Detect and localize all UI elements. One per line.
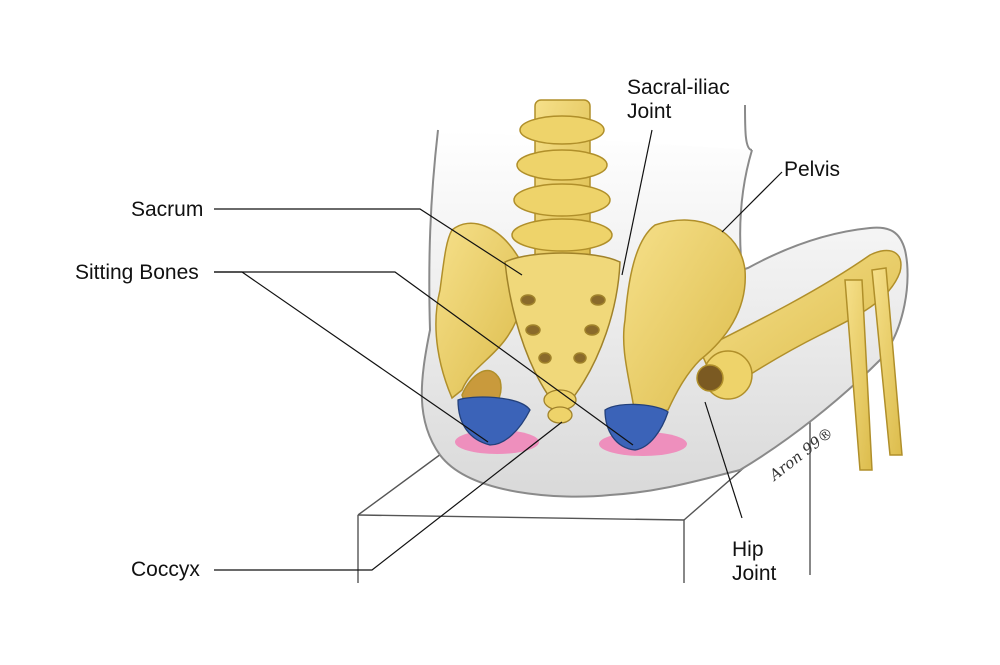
label-sacrum: Sacrum	[131, 198, 204, 221]
femur	[696, 249, 903, 471]
leader-sitting-bones-left	[214, 271, 489, 443]
leader-hip-joint	[704, 401, 743, 519]
leader-coccyx	[214, 421, 563, 571]
label-coccyx: Coccyx	[131, 558, 200, 581]
label-hip-joint: Hip Joint	[732, 538, 777, 585]
sacrum-bone	[504, 252, 621, 412]
pelvis-bone	[435, 219, 746, 419]
lumbar-spine	[511, 99, 613, 266]
leader-sacrum	[214, 208, 523, 276]
right-sitting-bone	[604, 403, 669, 451]
leader-pelvis	[721, 171, 783, 233]
label-pelvis: Pelvis	[784, 158, 841, 181]
leader-sitting-bones-right	[214, 271, 634, 446]
leader-sacral-iliac	[621, 129, 653, 276]
coccyx-bone	[543, 389, 577, 424]
label-sacral-iliac-joint: Sacral-iliac Joint	[627, 76, 730, 123]
label-sitting-bones: Sitting Bones	[75, 261, 199, 284]
leader-lines	[214, 129, 783, 571]
